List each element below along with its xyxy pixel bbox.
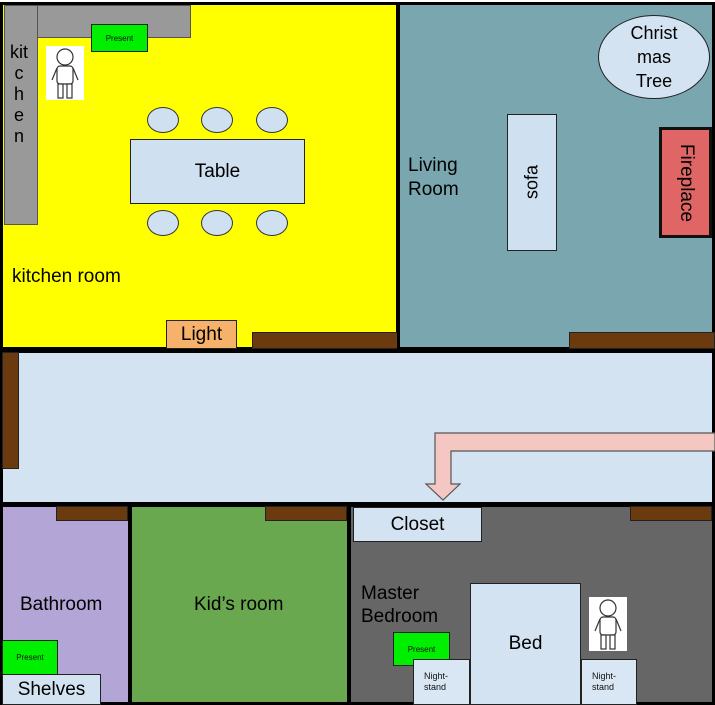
bathroom-present[interactable]: Present [2, 640, 58, 675]
living-door[interactable] [569, 332, 715, 349]
bathroom-label: Bathroom [20, 594, 103, 615]
kids-room-label: Kid’s room [194, 594, 284, 615]
chair [201, 210, 233, 236]
kitchen-counter-label: kitchen [10, 42, 28, 146]
closet[interactable]: Closet [353, 507, 482, 542]
front-door[interactable] [2, 352, 19, 469]
kitchen-present[interactable]: Present [91, 24, 148, 52]
master-bedroom-label: Master Bedroom [361, 583, 439, 627]
bed[interactable]: Bed [470, 583, 581, 705]
fireplace[interactable] [659, 127, 712, 238]
direction-arrow [424, 432, 715, 501]
sofa[interactable] [507, 114, 557, 251]
bathroom-door[interactable] [56, 506, 128, 521]
chair [256, 210, 288, 236]
chair [201, 107, 233, 133]
kitchen-door[interactable] [252, 332, 398, 349]
nightstand-right[interactable]: Night-stand [581, 659, 637, 705]
kids-room [129, 504, 350, 705]
kitchen-counter [4, 5, 38, 225]
kitchen-room-label: kitchen room [12, 266, 121, 287]
hallway [0, 350, 715, 505]
nightstand-left[interactable]: Night-stand [413, 659, 470, 705]
sofa-label: sofa [521, 164, 542, 200]
dining-table[interactable]: Table [130, 139, 305, 204]
living-room-label: Living Room [408, 155, 459, 200]
kitchen-person-icon [46, 46, 84, 100]
kids-room-door[interactable] [265, 506, 347, 521]
chair [147, 210, 179, 236]
fireplace-label: Fireplace [676, 143, 697, 223]
christmas-tree[interactable]: Christ mas Tree [598, 15, 710, 99]
person-icon [594, 599, 622, 650]
chair [147, 107, 179, 133]
shelves[interactable]: Shelves [2, 674, 101, 705]
bedroom-person-icon [589, 597, 627, 651]
master-bedroom-door[interactable] [630, 506, 712, 521]
person-icon [51, 48, 79, 99]
light[interactable]: Light [166, 320, 237, 349]
chair [256, 107, 288, 133]
